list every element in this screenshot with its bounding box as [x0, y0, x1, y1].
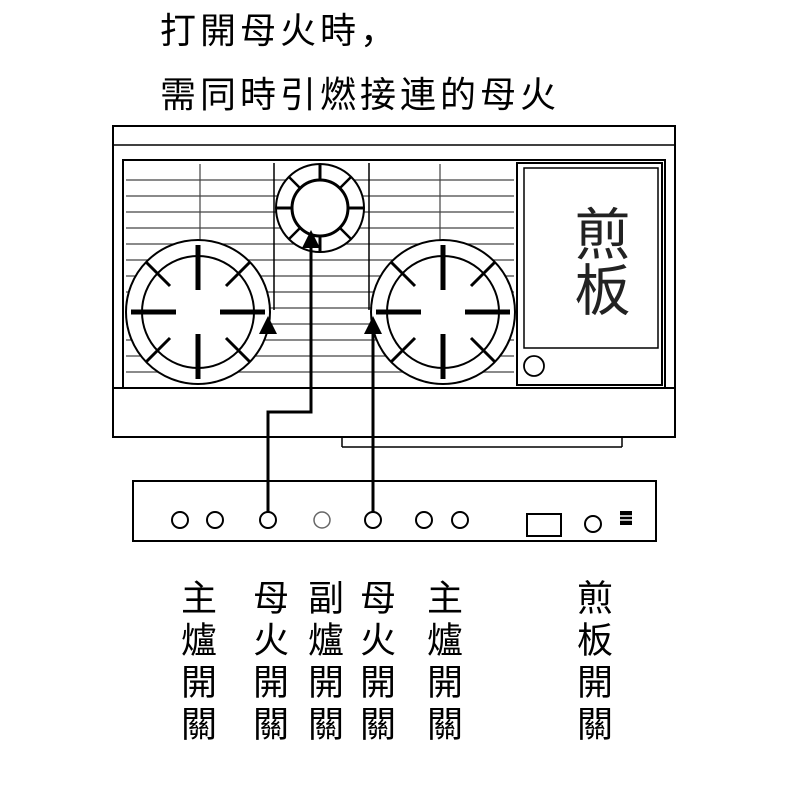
- arrow-up-icon: [259, 230, 382, 334]
- griddle-label: 煎板: [565, 205, 630, 317]
- stove-body: [112, 125, 676, 448]
- label-aux-burner: 副爐開關: [302, 579, 343, 747]
- control-panel: [132, 480, 657, 542]
- label-main-burner-left: 主爐開關: [175, 579, 216, 747]
- label-main-burner-right: 主爐開關: [421, 579, 462, 747]
- gas-burner-icon-aux: [275, 163, 365, 253]
- gas-burner-icon-right: [370, 239, 516, 385]
- title-line-1: 打開母火時，: [160, 11, 401, 52]
- label-pilot-right: 母火開關: [354, 579, 395, 747]
- gas-burner-icon-left: [125, 239, 271, 385]
- label-pilot-left: 母火開關: [247, 579, 288, 747]
- knob-icon-row: [171, 511, 632, 537]
- griddle-plate: [516, 162, 663, 386]
- title-line-2: 需同時引燃接連的母火: [160, 75, 561, 116]
- label-griddle-switch: 煎板開關: [571, 579, 612, 747]
